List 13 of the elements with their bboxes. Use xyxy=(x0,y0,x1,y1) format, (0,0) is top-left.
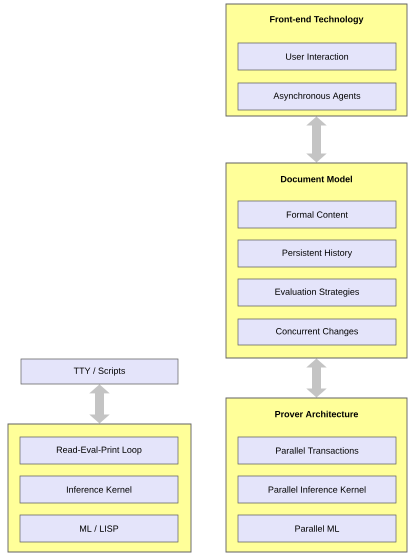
component-box: Parallel Inference Kernel xyxy=(238,476,396,504)
component-box: Asynchronous Agents xyxy=(238,82,396,110)
component-box: Parallel Transactions xyxy=(238,436,396,464)
component-box: Evaluation Strategies xyxy=(238,278,396,306)
component-box: User Interaction xyxy=(238,42,396,70)
component-box: Concurrent Changes xyxy=(238,318,396,346)
component-box: TTY / Scripts xyxy=(20,358,178,384)
component-box: Read-Eval-Print Loop xyxy=(20,436,178,464)
component-box: Formal Content xyxy=(238,200,396,228)
component-box: ML / LISP xyxy=(20,514,178,542)
component-box: Parallel ML xyxy=(238,514,396,542)
component-box: Inference Kernel xyxy=(20,476,178,504)
component-box: Persistent History xyxy=(238,240,396,268)
